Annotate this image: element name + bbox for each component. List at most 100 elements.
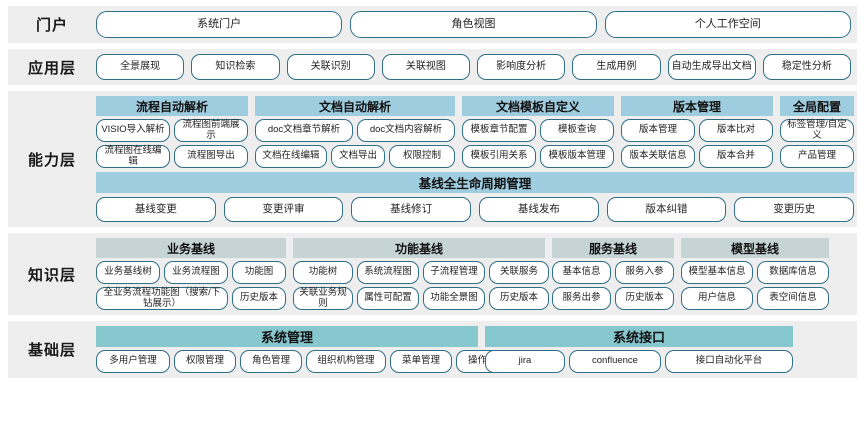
node-版本管理[interactable]: 版本管理	[621, 119, 695, 142]
node-版本纠错[interactable]: 版本纠错	[606, 197, 727, 222]
group-heading: 文档自动解析	[255, 96, 455, 116]
node-服务入参[interactable]: 服务入参	[615, 261, 674, 284]
pill-row: 系统门户角色视图个人工作空间	[96, 11, 851, 38]
group-heading: 全局配置	[780, 96, 854, 116]
layer-label-1: 应用层	[27, 59, 76, 77]
node-关联识别[interactable]: 关联识别	[286, 54, 375, 80]
node-关联视图[interactable]: 关联视图	[381, 54, 470, 80]
node-组织机构管理[interactable]: 组织机构管理	[306, 350, 386, 373]
group-系统管理: 系统管理多用户管理权限管理角色管理组织机构管理菜单管理操作日志	[96, 326, 518, 373]
node-生成用例[interactable]: 生成用例	[572, 54, 661, 80]
layer-4: 基础层 系统管理多用户管理权限管理角色管理组织机构管理菜单管理操作日志系统接口 ji…	[8, 321, 857, 378]
node-模型基本信息[interactable]: 模型基本信息	[681, 261, 753, 284]
group-row: 版本管理版本比对	[621, 119, 773, 142]
node-自动生成导出文档[interactable]: 自动生成导出文档	[667, 54, 756, 80]
node-基线发布[interactable]: 基线发布	[479, 197, 599, 222]
node-权限控制[interactable]: 权限控制	[389, 145, 455, 168]
node-服务出参[interactable]: 服务出参	[552, 287, 611, 310]
node-菜单管理[interactable]: 菜单管理	[390, 350, 452, 373]
node-VISIO导入解析[interactable]: VISIO导入解析	[96, 119, 170, 142]
node-模板版本管理[interactable]: 模板版本管理	[540, 145, 614, 168]
node-doc文档章节解析[interactable]: doc文档章节解析	[255, 119, 353, 142]
node-角色管理[interactable]: 角色管理	[240, 350, 302, 373]
node-模板查询[interactable]: 模板查询	[540, 119, 614, 142]
node-jira[interactable]: jira	[485, 350, 565, 373]
group-row: 模板章节配置模板查询	[462, 119, 614, 142]
node-版本合并[interactable]: 版本合并	[699, 145, 773, 168]
node-变更评审[interactable]: 变更评审	[223, 197, 344, 222]
node-属性可配置[interactable]: 属性可配置	[357, 287, 419, 310]
node-doc文档内容解析[interactable]: doc文档内容解析	[357, 119, 455, 142]
group-row: 关联业务规则属性可配置功能全景图历史版本	[293, 287, 549, 310]
node-模板引用关系[interactable]: 模板引用关系	[462, 145, 536, 168]
node-数据库信息[interactable]: 数据库信息	[757, 261, 829, 284]
layer-0: 门户系统门户角色视图个人工作空间	[8, 6, 857, 43]
node-子流程管理[interactable]: 子流程管理	[423, 261, 485, 284]
node-标签管理/自定义[interactable]: 标签管理/自定义	[780, 119, 854, 142]
node-历史版本[interactable]: 历史版本	[489, 287, 549, 310]
group-container: 业务基线业务基线树业务流程图功能图全业务流程功能图（搜索/下钻展示）历史版本功能…	[96, 238, 851, 310]
banner-row: 基线变更变更评审基线修订基线发布版本纠错变更历史	[96, 197, 855, 222]
node-历史版本[interactable]: 历史版本	[232, 287, 286, 310]
node-产品管理[interactable]: 产品管理	[780, 145, 854, 168]
node-基本信息[interactable]: 基本信息	[552, 261, 611, 284]
group-服务基线: 服务基线基本信息服务入参服务出参历史版本	[552, 238, 674, 310]
node-版本关联信息[interactable]: 版本关联信息	[621, 145, 695, 168]
group-heading: 系统接口	[485, 326, 793, 347]
layer-body-1: 全景展现知识检索关联识别关联视图影响度分析生成用例自动生成导出文档稳定性分析	[96, 49, 857, 85]
node-用户信息[interactable]: 用户信息	[681, 287, 753, 310]
node-流程图前端展示[interactable]: 流程图前端展示	[174, 119, 248, 142]
group-heading: 业务基线	[96, 238, 286, 258]
node-角色视图[interactable]: 角色视图	[350, 11, 597, 38]
node-基线修订[interactable]: 基线修订	[351, 197, 472, 222]
node-权限管理[interactable]: 权限管理	[174, 350, 236, 373]
node-基线变更[interactable]: 基线变更	[96, 197, 216, 222]
group-版本管理: 版本管理版本管理版本比对版本关联信息版本合并	[621, 96, 773, 168]
node-业务流程图[interactable]: 业务流程图	[164, 261, 228, 284]
node-系统流程图[interactable]: 系统流程图	[357, 261, 419, 284]
node-知识检索[interactable]: 知识检索	[191, 54, 280, 80]
layer-3: 知识层业务基线业务基线树业务流程图功能图全业务流程功能图（搜索/下钻展示）历史版…	[8, 233, 857, 315]
node-业务基线树[interactable]: 业务基线树	[96, 261, 160, 284]
node-影响度分析[interactable]: 影响度分析	[477, 54, 566, 80]
group-row: 文档在线编辑文档导出权限控制	[255, 145, 455, 168]
group-heading: 服务基线	[552, 238, 674, 258]
node-文档导出[interactable]: 文档导出	[331, 145, 385, 168]
group-业务基线: 业务基线业务基线树业务流程图功能图全业务流程功能图（搜索/下钻展示）历史版本	[96, 238, 286, 310]
group-row: 基本信息服务入参	[552, 261, 674, 284]
node-个人工作空间[interactable]: 个人工作空间	[604, 11, 851, 38]
node-流程图导出[interactable]: 流程图导出	[174, 145, 248, 168]
group-row: 业务基线树业务流程图功能图	[96, 261, 286, 284]
node-版本比对[interactable]: 版本比对	[699, 119, 773, 142]
node-历史版本[interactable]: 历史版本	[615, 287, 674, 310]
node-全景展现[interactable]: 全景展现	[96, 54, 185, 80]
node-变更历史[interactable]: 变更历史	[734, 197, 855, 222]
node-多用户管理[interactable]: 多用户管理	[96, 350, 170, 373]
node-稳定性分析[interactable]: 稳定性分析	[762, 54, 851, 80]
group-文档模板自定义: 文档模板自定义模板章节配置模板查询模板引用关系模板版本管理	[462, 96, 614, 168]
node-接口自动化平台[interactable]: 接口自动化平台	[665, 350, 793, 373]
node-功能全景图[interactable]: 功能全景图	[423, 287, 485, 310]
group-row: 模型基本信息数据库信息	[681, 261, 829, 284]
node-流程图在线编辑[interactable]: 流程图在线编辑	[96, 145, 170, 168]
node-系统门户[interactable]: 系统门户	[96, 11, 343, 38]
node-confluence[interactable]: confluence	[569, 350, 661, 373]
banner-heading: 基线全生命周期管理	[96, 172, 854, 193]
node-文档在线编辑[interactable]: 文档在线编辑	[255, 145, 327, 168]
node-功能图[interactable]: 功能图	[232, 261, 286, 284]
node-全业务流程功能图（搜索/下钻展示）[interactable]: 全业务流程功能图（搜索/下钻展示）	[96, 287, 228, 310]
layer-body-4: 系统管理多用户管理权限管理角色管理组织机构管理菜单管理操作日志系统接口 jirac…	[96, 321, 857, 378]
node-关联服务[interactable]: 关联服务	[489, 261, 549, 284]
node-表空间信息[interactable]: 表空间信息	[757, 287, 829, 310]
node-功能树[interactable]: 功能树	[293, 261, 353, 284]
layer-label-4: 基础层	[27, 342, 76, 359]
group-heading: 版本管理	[621, 96, 773, 116]
group-row: 功能树系统流程图子流程管理关联服务	[293, 261, 549, 284]
node-关联业务规则[interactable]: 关联业务规则	[293, 287, 353, 310]
node-模板章节配置[interactable]: 模板章节配置	[462, 119, 536, 142]
group-row: 服务出参历史版本	[552, 287, 674, 310]
